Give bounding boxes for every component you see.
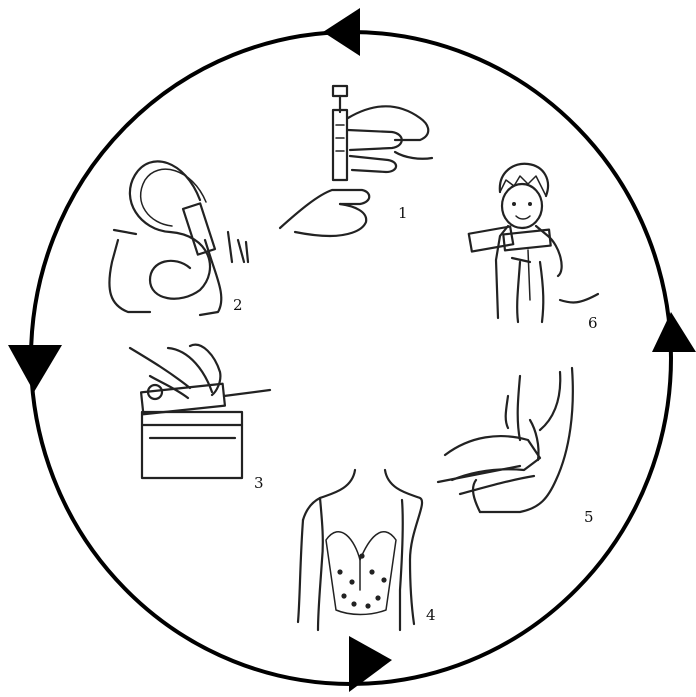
step-number: 2 <box>233 296 243 314</box>
step-number: 6 <box>588 314 598 332</box>
step-number: 3 <box>254 474 264 492</box>
insulin-pen-priming-icon <box>280 86 432 236</box>
cannula-insertion-icon <box>438 368 573 512</box>
abdomen-injection-sites-icon <box>298 470 422 630</box>
cycle-arrow-right <box>652 312 696 352</box>
cycle-arrow-top <box>323 8 360 56</box>
child-with-pump-icon <box>469 164 598 322</box>
cycle-arrow-left <box>8 345 62 392</box>
infusion-set-tubing-icon <box>109 161 248 315</box>
step-number: 1 <box>398 204 408 222</box>
insulin-pump-cartridge-icon <box>130 345 270 478</box>
step-number: 5 <box>584 508 594 526</box>
step-number: 4 <box>426 606 436 624</box>
